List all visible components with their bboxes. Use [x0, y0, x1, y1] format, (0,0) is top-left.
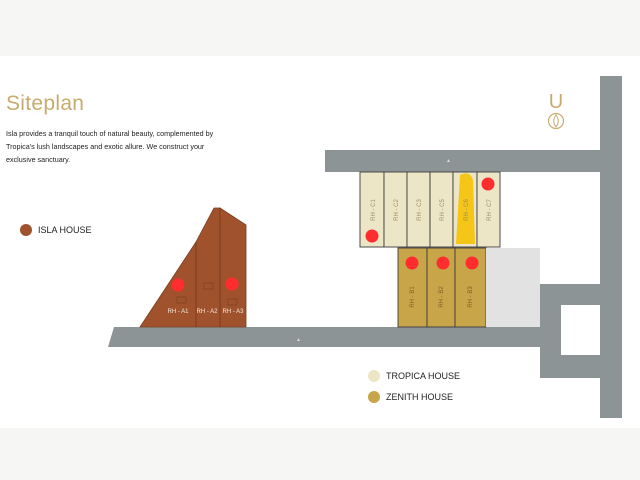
lot-rh-c6-highlight	[456, 173, 475, 244]
site-description: Isla provides a tranquil touch of natura…	[6, 129, 214, 164]
markers	[171, 177, 495, 292]
marker-rh-c1	[365, 229, 379, 243]
legend-tropica-label: TROPICA HOUSE	[386, 371, 461, 381]
lot-label-rh-c3: RH - C3	[417, 199, 423, 221]
lot-label-rh-b1: RH - B1	[410, 286, 416, 308]
lot-rh-c7[interactable]	[476, 171, 501, 248]
lot-label-rh-a3: RH - A3	[222, 309, 244, 315]
legend-zenith-label: ZENITH HOUSE	[386, 392, 454, 402]
lot-label-rh-b2: RH - B2	[439, 286, 445, 308]
lot-label-rh-a2: RH - A2	[196, 309, 218, 315]
legend-tropica: TROPICA HOUSE	[368, 370, 460, 382]
legend-zenith-swatch	[368, 391, 380, 403]
road-island	[561, 305, 600, 355]
lot-label-rh-c5: RH - C5	[440, 199, 446, 221]
marker-rh-b1	[405, 256, 419, 270]
lot-detail	[176, 296, 187, 304]
lot-label-rh-c6: RH - C6	[464, 199, 470, 221]
marker-rh-c7	[481, 177, 495, 191]
lot-label-rh-b3: RH - B3	[468, 286, 474, 308]
legend-tropica-swatch	[368, 370, 380, 382]
page-title: Siteplan	[6, 92, 85, 115]
site-plan-sheet	[0, 56, 640, 428]
north-letter: U	[548, 91, 564, 113]
lot-detail	[203, 282, 214, 290]
zenith-lots: RH - B1 RH - B2 RH - B3	[397, 247, 540, 328]
marker-rh-a1	[171, 278, 185, 292]
isla-lots: RH - A1 RH - A2 RH - A3	[139, 207, 247, 328]
empty-plot	[486, 248, 540, 327]
legend-isla-swatch	[20, 224, 32, 236]
lower-road	[108, 327, 540, 347]
lot-detail	[227, 298, 238, 306]
road-marker-bottom: ▲	[296, 337, 301, 343]
marker-rh-b2	[436, 256, 450, 270]
lot-label-rh-c1: RH - C1	[371, 199, 377, 221]
legend-zenith: ZENITH HOUSE	[368, 391, 453, 403]
compass-icon	[547, 112, 565, 130]
main-road	[325, 76, 622, 418]
legend-isla-label: ISLA HOUSE	[38, 225, 92, 235]
roads: ▲ ▲	[108, 76, 622, 418]
marker-rh-b3	[465, 256, 479, 270]
lot-label-rh-a1: RH - A1	[167, 309, 189, 315]
lot-label-rh-c2: RH - C2	[394, 199, 400, 221]
road-marker-top: ▲	[446, 158, 451, 164]
lot-label-rh-c7: RH - C7	[487, 199, 493, 221]
marker-rh-a3	[225, 277, 239, 291]
legend-isla: ISLA HOUSE	[20, 224, 92, 236]
north-indicator: U	[545, 92, 567, 135]
tropica-lots: RH - C1 RH - C2 RH - C3 RH - C5 RH - C6 …	[359, 171, 501, 248]
